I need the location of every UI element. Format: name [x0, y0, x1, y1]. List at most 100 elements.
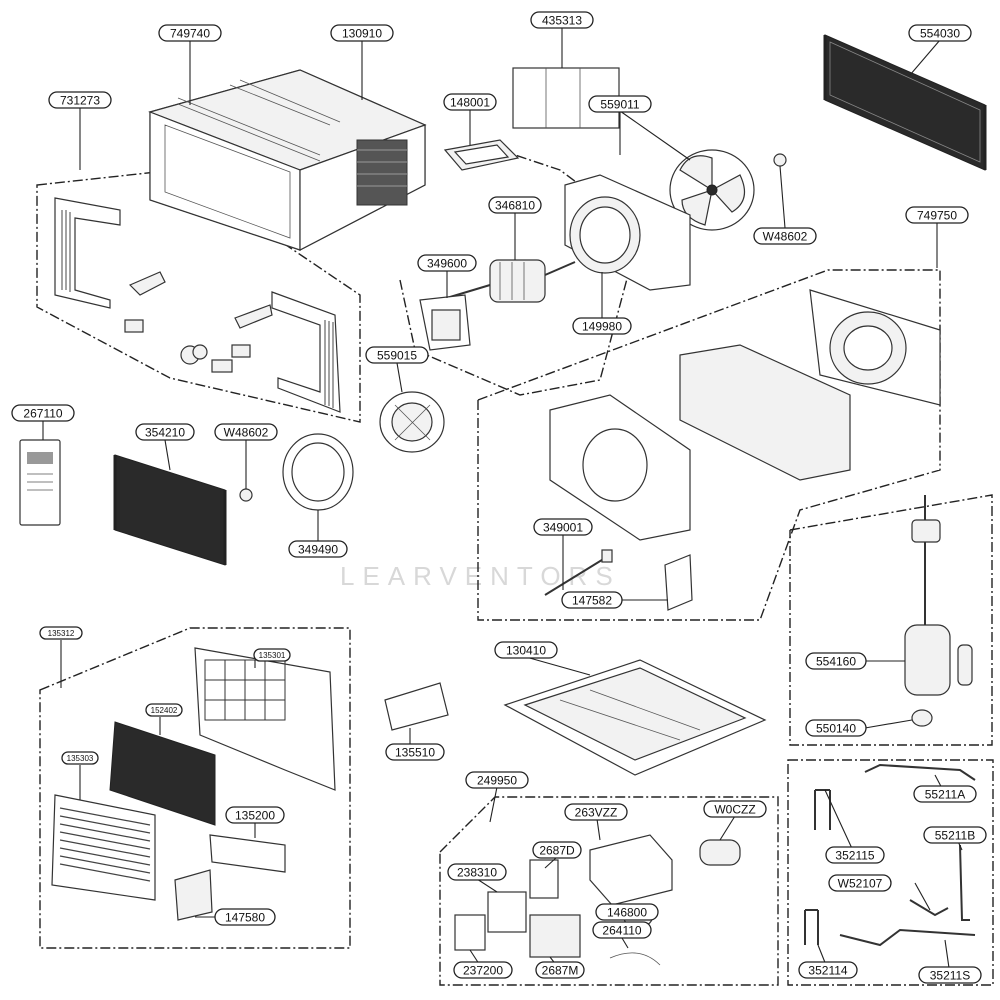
blower-wheel-559015-illustration — [379, 391, 445, 453]
callout-oval — [918, 966, 982, 984]
panel-135510-illustration — [384, 682, 449, 731]
callout-35211s: 35211S — [918, 966, 982, 984]
callout-oval — [443, 93, 497, 111]
callout-749740: 749740 — [158, 24, 222, 42]
air-guide-749750-illustration — [549, 289, 941, 541]
callout-oval — [530, 11, 594, 29]
refrigerant-pipes-illustration — [804, 763, 976, 947]
callout-part-number: 35211S — [930, 969, 970, 983]
callout-oval — [453, 961, 513, 979]
group-outline-refrigerant-pipes — [787, 759, 994, 986]
callout-part-number: 554030 — [920, 27, 960, 41]
callout-part-number: 749750 — [917, 209, 957, 223]
callout-55211a: 55211A — [913, 785, 977, 803]
callout-349600: 349600 — [417, 254, 477, 272]
callout-oval — [158, 24, 222, 42]
callout-550140: 550140 — [805, 719, 867, 737]
callout-149980: 149980 — [572, 317, 632, 335]
callout-part-number: 130410 — [506, 644, 546, 658]
callout-135200: 135200 — [225, 806, 285, 824]
callout-part-number: 349001 — [543, 521, 583, 535]
callout-oval — [533, 518, 593, 536]
callout-559015: 559015 — [365, 346, 429, 364]
callout-part-number: 349490 — [298, 543, 338, 557]
callout-130910: 130910 — [330, 24, 394, 42]
callout-oval — [805, 719, 867, 737]
callout-oval — [703, 800, 767, 818]
callout-oval — [61, 751, 99, 765]
callout-part-number: 249950 — [477, 774, 517, 788]
callout-part-number: W52107 — [838, 877, 883, 891]
callout-part-number: 264110 — [602, 924, 641, 938]
callout-135303: 135303 — [61, 751, 99, 765]
callout-part-number: 238310 — [457, 866, 497, 880]
callout-349490: 349490 — [288, 540, 348, 558]
callout-oval — [595, 903, 659, 921]
callout-part-number: 147582 — [572, 594, 612, 608]
callout-267110: 267110 — [11, 404, 75, 422]
callout-oval — [561, 591, 623, 609]
motor-mount-349600-illustration — [419, 294, 471, 351]
callout-264110: 264110 — [592, 921, 652, 939]
nut-w48602-bottom — [239, 488, 253, 502]
callout-w0czz: W0CZZ — [703, 800, 767, 818]
callout-part-number: 135301 — [259, 651, 286, 660]
callout-part-number: 349600 — [427, 257, 467, 271]
callout-oval — [214, 423, 278, 441]
callout-part-number: 135510 — [395, 746, 435, 760]
callout-147580: 147580 — [214, 908, 276, 926]
rod-349001-illustration — [544, 554, 611, 596]
callout-148001: 148001 — [443, 93, 497, 111]
callout-part-number: W48602 — [763, 230, 808, 244]
callout-part-number: W48602 — [224, 426, 269, 440]
callout-part-number: 135200 — [235, 809, 275, 823]
callout-part-number: 352114 — [808, 964, 847, 978]
callout-55211b: 55211B — [923, 826, 987, 844]
callout-oval — [913, 785, 977, 803]
callout-part-number: 130910 — [342, 27, 382, 41]
side-panels-illustration — [54, 197, 341, 413]
callout-part-number: 148001 — [450, 96, 490, 110]
callout-352115: 352115 — [825, 846, 885, 864]
callout-oval — [365, 346, 429, 364]
orifice-ring-349490-illustration — [282, 433, 354, 511]
condenser-coil-illustration — [823, 34, 987, 171]
callout-oval — [465, 771, 529, 789]
callout-354210: 354210 — [135, 423, 195, 441]
callout-oval — [798, 961, 858, 979]
bracket-148001-inner — [453, 144, 510, 165]
callout-147582: 147582 — [561, 591, 623, 609]
callout-oval — [488, 196, 542, 214]
callout-oval — [447, 863, 507, 881]
callout-w52107: W52107 — [828, 874, 892, 892]
callout-oval — [225, 806, 285, 824]
callout-part-number: 263VZZ — [575, 806, 618, 820]
callout-346810: 346810 — [488, 196, 542, 214]
callout-130410: 130410 — [494, 641, 558, 659]
callout-237200: 237200 — [453, 961, 513, 979]
callout-part-number: 346810 — [495, 199, 535, 213]
callout-2687d: 2687D — [532, 841, 582, 859]
callout-349001: 349001 — [533, 518, 593, 536]
callout-554160: 554160 — [805, 652, 867, 670]
callout-oval — [588, 95, 652, 113]
callout-part-number: 559015 — [377, 349, 417, 363]
callout-oval — [908, 24, 972, 42]
callout-249950: 249950 — [465, 771, 529, 789]
callout-135510: 135510 — [385, 743, 445, 761]
callout-part-number: 749740 — [170, 27, 210, 41]
callout-part-number: 55211B — [935, 829, 975, 843]
group-outline-front-grille — [39, 627, 351, 949]
callout-part-number: 352115 — [835, 849, 874, 863]
callout-554030: 554030 — [908, 24, 972, 42]
callout-152402: 152402 — [145, 703, 183, 717]
callout-oval — [330, 24, 394, 42]
callout-part-number: 354210 — [145, 426, 185, 440]
callout-oval — [39, 626, 83, 640]
nut-w48602-top — [773, 153, 787, 167]
callout-part-number: 146800 — [607, 906, 647, 920]
control-box-illustration — [454, 834, 741, 966]
callout-oval — [564, 803, 628, 821]
callout-oval — [417, 254, 477, 272]
callout-part-number: 147580 — [225, 911, 265, 925]
